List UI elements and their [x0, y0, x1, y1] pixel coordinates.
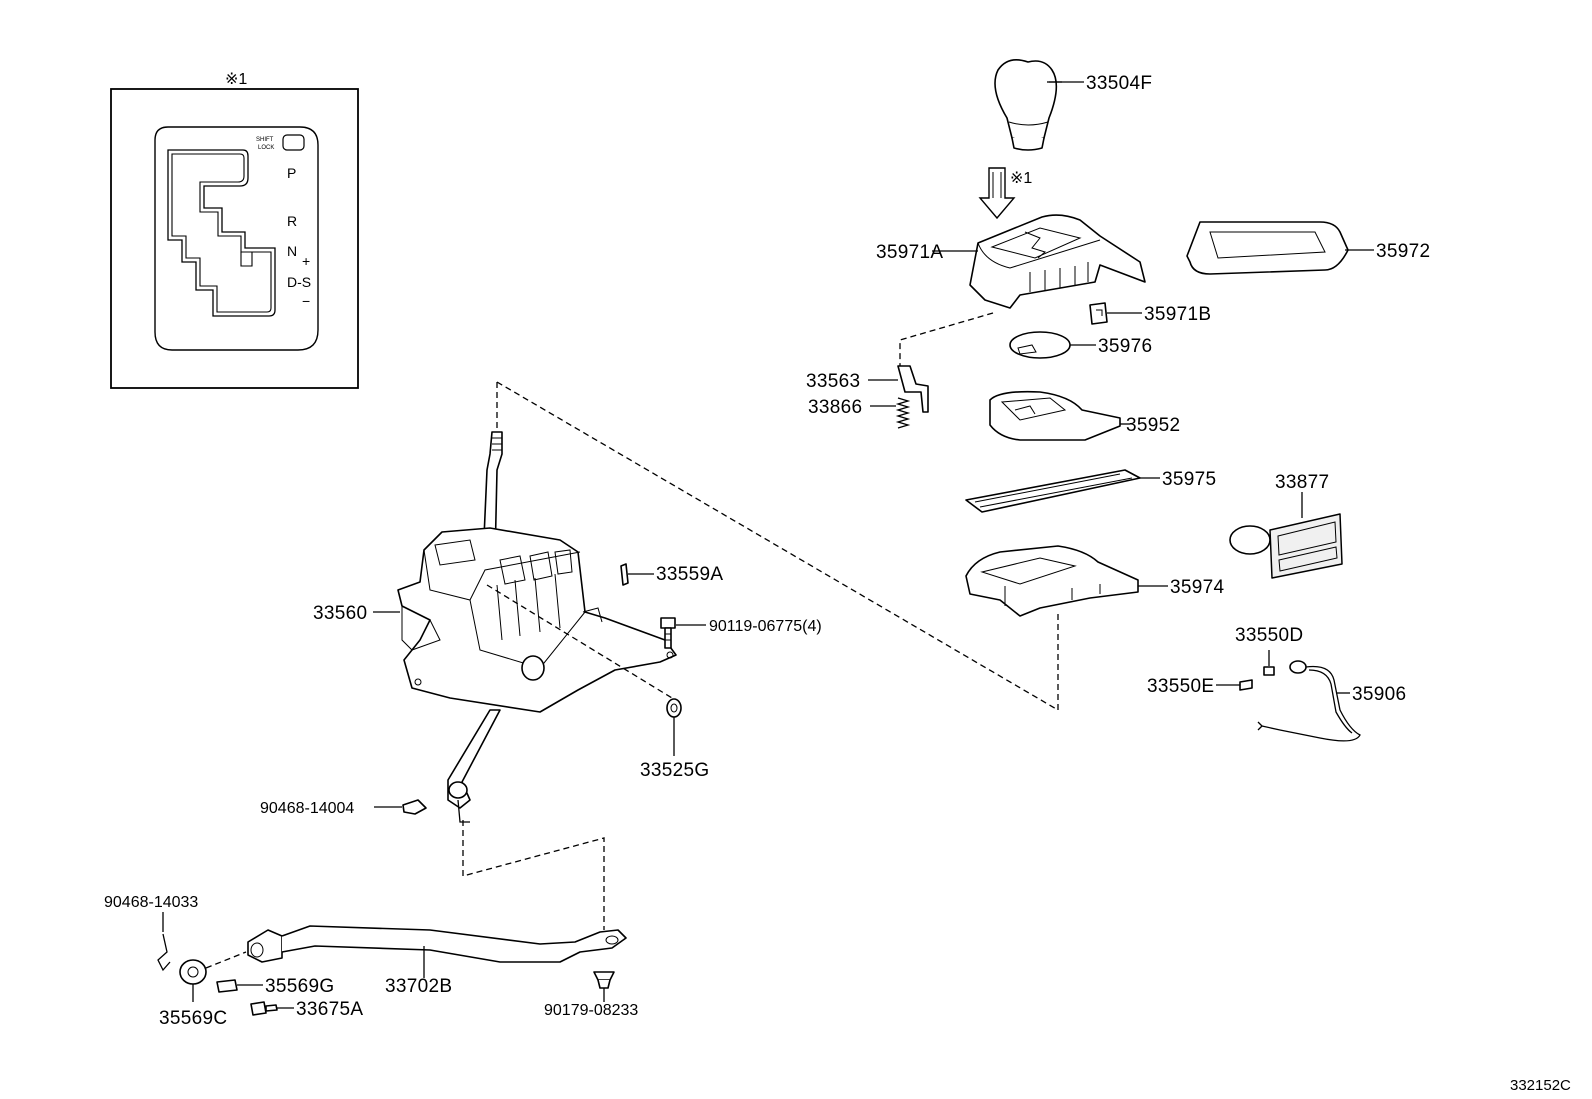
shift-gate-slot-inner: [171, 153, 272, 313]
label-33702B: 33702B: [385, 976, 452, 997]
washer-part: [666, 698, 682, 756]
label-33550E: 33550E: [1147, 676, 1214, 697]
shift-knob-part: [994, 59, 1084, 151]
inset-title: ※1: [225, 71, 247, 88]
label-35569C: 35569C: [159, 1008, 227, 1029]
label-33550D: 33550D: [1235, 625, 1303, 646]
rod-link-dash: [462, 820, 605, 930]
leader-dash-35971A: [899, 312, 994, 372]
label-35975: 35975: [1162, 469, 1216, 490]
label-90468-14033: 90468-14033: [104, 894, 198, 911]
label-33559A: 33559A: [656, 564, 723, 585]
label-35971B: 35971B: [1144, 304, 1211, 325]
shift-gate-notch: [240, 252, 253, 267]
label-90179-08233: 90179-08233: [544, 1002, 638, 1019]
gate-position-ds: D-S: [287, 274, 311, 290]
arrow-ref-label: ※1: [1010, 170, 1032, 187]
label-35971A: 35971A: [876, 242, 943, 263]
panel-part: [1229, 492, 1343, 579]
transmission-rod-assembly: [157, 912, 627, 1016]
label-35976: 35976: [1098, 336, 1152, 357]
label-35569G: 35569G: [265, 976, 334, 997]
gate-position-minus: −: [302, 293, 310, 309]
inset-ref-arrow: [978, 167, 1016, 220]
gate-housing-part: [989, 390, 1130, 441]
label-33877: 33877: [1275, 472, 1329, 493]
label-33675A: 33675A: [296, 999, 363, 1020]
label-90468-14004: 90468-14004: [260, 800, 354, 817]
gate-position-r: R: [287, 213, 297, 229]
label-35906: 35906: [1352, 684, 1406, 705]
sensor-wire-part: [1216, 650, 1361, 742]
shift-gate-plate: [154, 126, 319, 351]
slide-plate-part: [965, 469, 1160, 513]
shift-lever-assembly: [373, 431, 677, 823]
lock-lever-part: [868, 365, 929, 413]
shift-gate-inset: ※1 SHIFT LOCK P R N + D-S −: [110, 71, 359, 389]
label-33504F: 33504F: [1086, 73, 1152, 94]
label-35972: 35972: [1376, 241, 1430, 262]
indicator-housing-part: [932, 214, 1146, 309]
label-33866: 33866: [808, 397, 862, 418]
spring-part: [870, 397, 911, 429]
clip-part: [1089, 302, 1142, 325]
gate-position-n: N: [287, 243, 297, 259]
label-33525G: 33525G: [640, 760, 709, 781]
label-33560: 33560: [313, 603, 367, 624]
shift-gate-slot-outer: [167, 149, 276, 317]
label-35974: 35974: [1170, 577, 1224, 598]
label-33563: 33563: [806, 371, 860, 392]
bolt-part: [660, 617, 706, 649]
diagram-code: 332152C: [1510, 1077, 1571, 1094]
label-90119-06775: 90119-06775(4): [709, 618, 822, 635]
shift-lock-label-2: LOCK: [258, 145, 274, 151]
disc-part: [1009, 331, 1096, 359]
pin-part: [620, 563, 654, 586]
label-35952: 35952: [1126, 415, 1180, 436]
base-part: [965, 545, 1168, 617]
bezel-part: [1186, 221, 1374, 275]
clamp-clip-part: [374, 799, 427, 815]
shift-lock-label-1: SHIFT: [256, 137, 274, 143]
gate-position-plus: +: [302, 253, 310, 269]
assembly-dash-lines: [496, 381, 1059, 711]
shift-lock-button: [282, 134, 305, 151]
gate-position-p: P: [287, 165, 296, 181]
